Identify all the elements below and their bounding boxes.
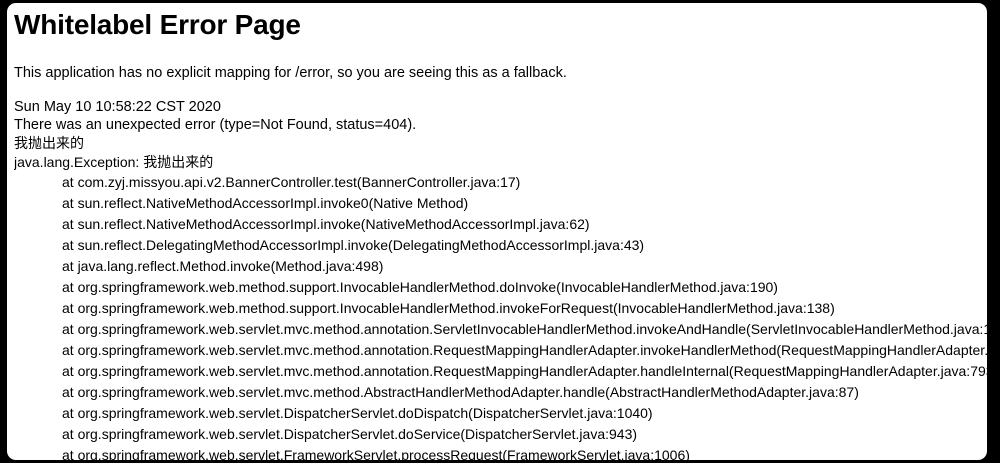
- stack-trace-line: at org.springframework.web.servlet.Dispa…: [62, 426, 638, 442]
- fallback-message: This application has no explicit mapping…: [14, 65, 567, 81]
- stack-trace-line: at sun.reflect.DelegatingMethodAccessorI…: [62, 237, 645, 253]
- stack-trace-line: at org.springframework.web.servlet.Frame…: [62, 447, 690, 460]
- stack-trace-line: at org.springframework.web.method.suppor…: [62, 279, 778, 295]
- stack-trace-line: at org.springframework.web.servlet.mvc.m…: [62, 363, 987, 379]
- stack-trace-line: at sun.reflect.NativeMethodAccessorImpl.…: [62, 195, 469, 211]
- stack-trace-line: at sun.reflect.NativeMethodAccessorImpl.…: [62, 216, 590, 232]
- error-status-message: There was an unexpected error (type=Not …: [14, 117, 417, 133]
- stack-trace-line: at com.zyj.missyou.api.v2.BannerControll…: [62, 174, 521, 190]
- stack-trace-line: at java.lang.reflect.Method.invoke(Metho…: [62, 258, 384, 274]
- stack-trace-line: at org.springframework.web.servlet.mvc.m…: [62, 384, 859, 400]
- stack-trace-line: at org.springframework.web.servlet.mvc.m…: [62, 342, 987, 358]
- stack-trace-line: at org.springframework.web.servlet.mvc.m…: [62, 321, 987, 337]
- page-title: Whitelabel Error Page: [14, 9, 301, 40]
- stack-trace-line: at org.springframework.web.method.suppor…: [62, 300, 835, 316]
- exception-header-line: java.lang.Exception: 我抛出来的: [14, 154, 214, 170]
- browser-viewport: Whitelabel Error Page This application h…: [7, 3, 987, 460]
- stack-trace-line: at org.springframework.web.servlet.Dispa…: [62, 405, 653, 421]
- error-timestamp: Sun May 10 10:58:22 CST 2020: [14, 99, 221, 115]
- stack-trace-block: 我抛出来的 java.lang.Exception: 我抛出来的 at com.zy…: [14, 134, 987, 460]
- exception-message-line: 我抛出来的: [14, 135, 84, 151]
